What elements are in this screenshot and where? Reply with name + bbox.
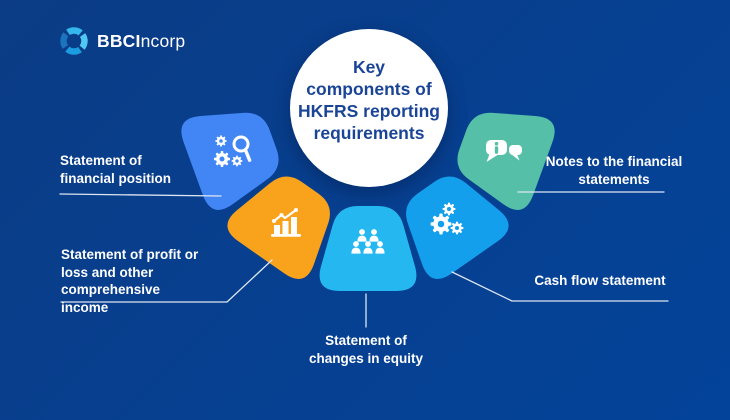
swirl-logo-icon (60, 27, 88, 55)
title-circle (290, 29, 448, 187)
title-line: Key (352, 57, 386, 77)
label-profit-loss: Statement of profit or loss and other co… (61, 247, 199, 315)
search-gears-icon (213, 135, 252, 168)
label-changes-equity: Statement of changes in equity (308, 333, 424, 366)
title-line: HKFRS reporting (298, 101, 440, 121)
connector-cash-flow (451, 271, 669, 302)
brand-name: BBCIncorp (97, 31, 185, 52)
petal-fan (181, 112, 555, 291)
petal-notes (457, 112, 555, 210)
label-financial-position: Statement of financial position (60, 153, 172, 186)
petal-financial-position (181, 112, 279, 210)
brand-logo: BBCIncorp (57, 24, 185, 58)
infographic-title: Key components of HKFRS reporting requir… (288, 56, 450, 144)
title-line: requirements (313, 123, 425, 143)
title-line: components of (306, 79, 432, 99)
chat-info-icon (486, 140, 522, 162)
petal-cash-flow (406, 176, 509, 280)
connector-profit-loss (60, 259, 273, 303)
brand-name-regular: ncorp (140, 30, 186, 51)
label-cash-flow: Cash flow statement (534, 273, 666, 288)
label-notes: Notes to the financial statements (545, 154, 683, 187)
connector-lines (59, 191, 669, 328)
brand-name-bold: BBCI (97, 30, 141, 51)
connector-financial-position (59, 193, 222, 197)
bar-chart-icon (271, 208, 301, 237)
